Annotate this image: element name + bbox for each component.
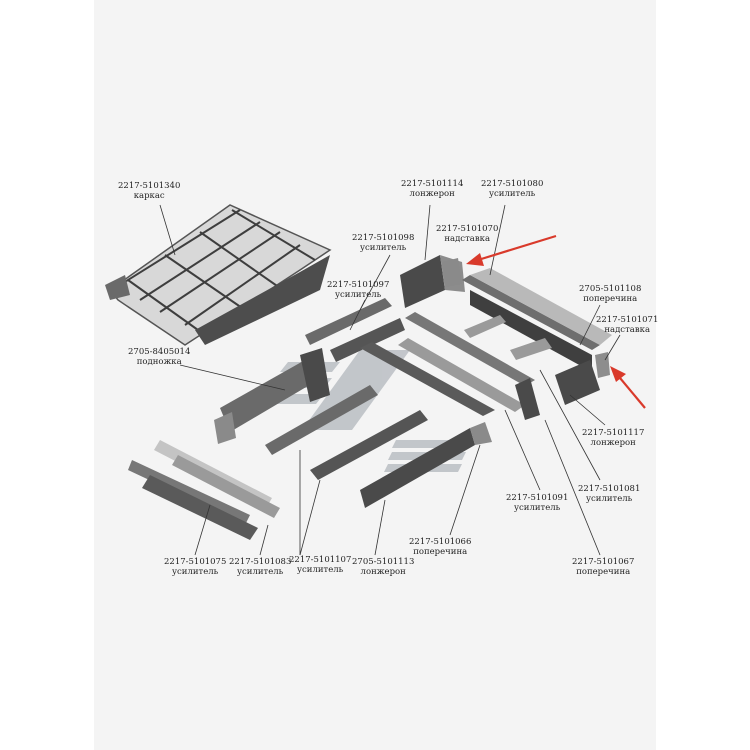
part-usilitel-1107-drawing (265, 385, 428, 480)
arrow-nadstavka-1070-icon (466, 234, 557, 266)
part-usilitel-1075-drawing (128, 460, 258, 540)
part-usilitel-1080-drawing (462, 268, 612, 372)
part-karkas-drawing (105, 204, 332, 346)
part-poperechina-1108-drawing (555, 360, 600, 405)
part-usilitel-1083-drawing (154, 440, 280, 518)
part-nadstavka-1070-drawing (442, 258, 462, 287)
leader-lines (159, 204, 621, 556)
part-lonzheron-1113-drawing (360, 422, 492, 508)
part-poperechina-1067-drawing (515, 378, 540, 420)
arrow-nadstavka-1071-icon (610, 366, 646, 409)
part-usilitel-1081-drawing (464, 315, 552, 360)
highlight-arrows (466, 234, 646, 409)
part-usilitel-1098-drawing (305, 298, 392, 345)
part-usilitel-1097-drawing (330, 318, 405, 362)
part-podnozhka-drawing (214, 348, 330, 444)
part-usilitel-1091-drawing (360, 312, 535, 416)
